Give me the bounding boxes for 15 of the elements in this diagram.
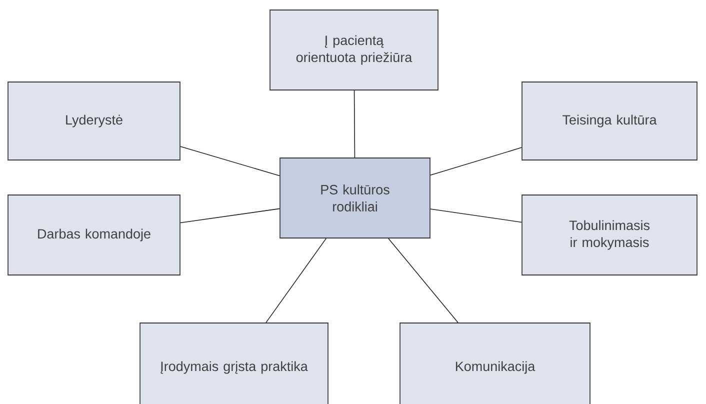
- topic-box: Teisinga kultūra: [522, 82, 698, 160]
- topic-box: Darbas komandoje: [8, 194, 180, 276]
- connector-line: [430, 208, 522, 223]
- connector-line: [354, 90, 356, 158]
- topic-box: Įrodymais grįsta praktika: [140, 322, 328, 404]
- connector-line: [180, 146, 280, 176]
- topic-box: Lyderystė: [8, 82, 180, 160]
- topic-box: Tobulinimasis ir mokymasis: [522, 194, 698, 276]
- topic-box: Komunikacija: [400, 322, 590, 404]
- center-box: PS kultūros rodikliai: [280, 158, 430, 238]
- connector-line: [180, 208, 280, 224]
- connector-line: [266, 238, 327, 323]
- connector-line: [430, 147, 522, 176]
- connector-line: [388, 238, 458, 323]
- topic-box: Į pacientą orientuota priežiūra: [270, 10, 438, 90]
